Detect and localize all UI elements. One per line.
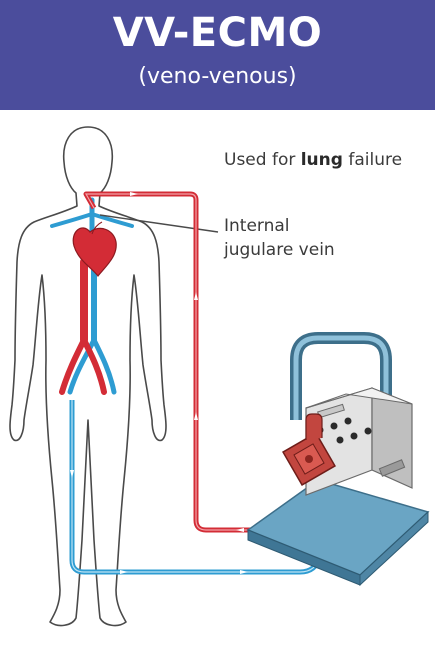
usage-emphasis: lung [300, 150, 343, 170]
oxygenator-inlet [305, 413, 323, 440]
usage-prefix: Used for [224, 150, 301, 170]
usage-note: Used for lung failure [224, 150, 402, 170]
machine-side-slot [378, 459, 406, 477]
usage-suffix: failure [342, 150, 403, 170]
vein-label-line2: jugulare vein [224, 240, 335, 260]
page-subtitle: (veno-venous) [138, 64, 297, 89]
ecmo-machine [246, 332, 430, 587]
human-body-outline [9, 126, 167, 627]
flow-direction-arrows [70, 192, 248, 574]
page-title: VV-ECMO [112, 10, 323, 56]
machine-console-top [305, 387, 413, 409]
vein-label-line1: Internal [224, 216, 290, 236]
heart-icon [72, 227, 117, 277]
machine-base [246, 479, 430, 576]
header-banner: VV-ECMO (veno-venous) [0, 0, 435, 110]
heart-vessel-detail [91, 221, 103, 235]
